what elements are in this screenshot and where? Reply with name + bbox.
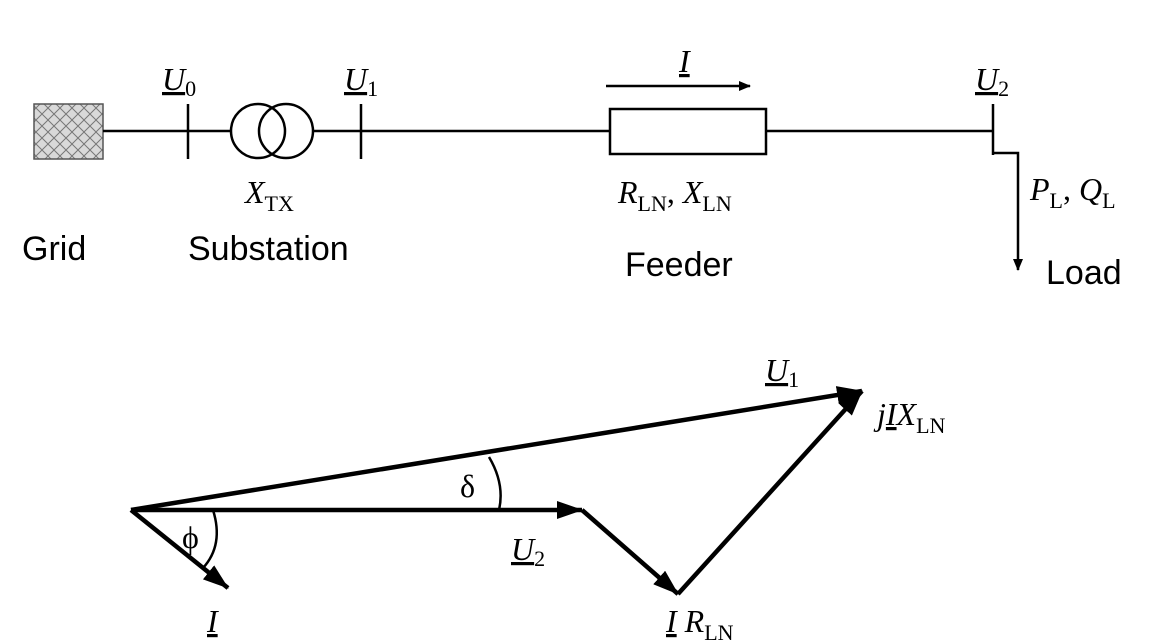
phi-label: ϕ [182,519,199,555]
delta-label: δ [460,468,475,504]
current-top-label: I [678,43,691,79]
u2-top-label: U2 [975,61,1009,101]
grid-label: Grid [22,230,86,268]
u0-label: U0 [162,61,196,101]
substation-label: Substation [188,230,349,268]
jix-drop-phasor [676,389,864,596]
load-power-label: PL, QL [1029,171,1116,213]
grid-block-icon [33,103,104,160]
u1-top-label: U1 [344,61,378,101]
phi-angle-arc [202,509,219,569]
feeder-impedance-label: RLN, XLN [617,174,732,216]
ir-drop-phasor [580,508,680,596]
one-line-circuit [33,81,1023,271]
current-phasor [129,508,230,590]
delta-angle-arc [487,456,502,511]
u1-phasor [130,386,863,513]
load-label: Load [1046,254,1122,292]
transformer-icon [229,102,315,160]
phasor-diagram [129,386,864,596]
u1-phasor-label: U1 [765,352,799,392]
feeder-label: Feeder [625,246,733,284]
xtx-label: XTX [243,174,294,216]
load-arrow [993,151,1023,271]
jix-label: jIXLN [873,396,946,438]
current-phasor-label: I [206,603,219,639]
u2-phasor-label: U2 [511,531,545,571]
feeder-impedance-box [608,107,768,156]
